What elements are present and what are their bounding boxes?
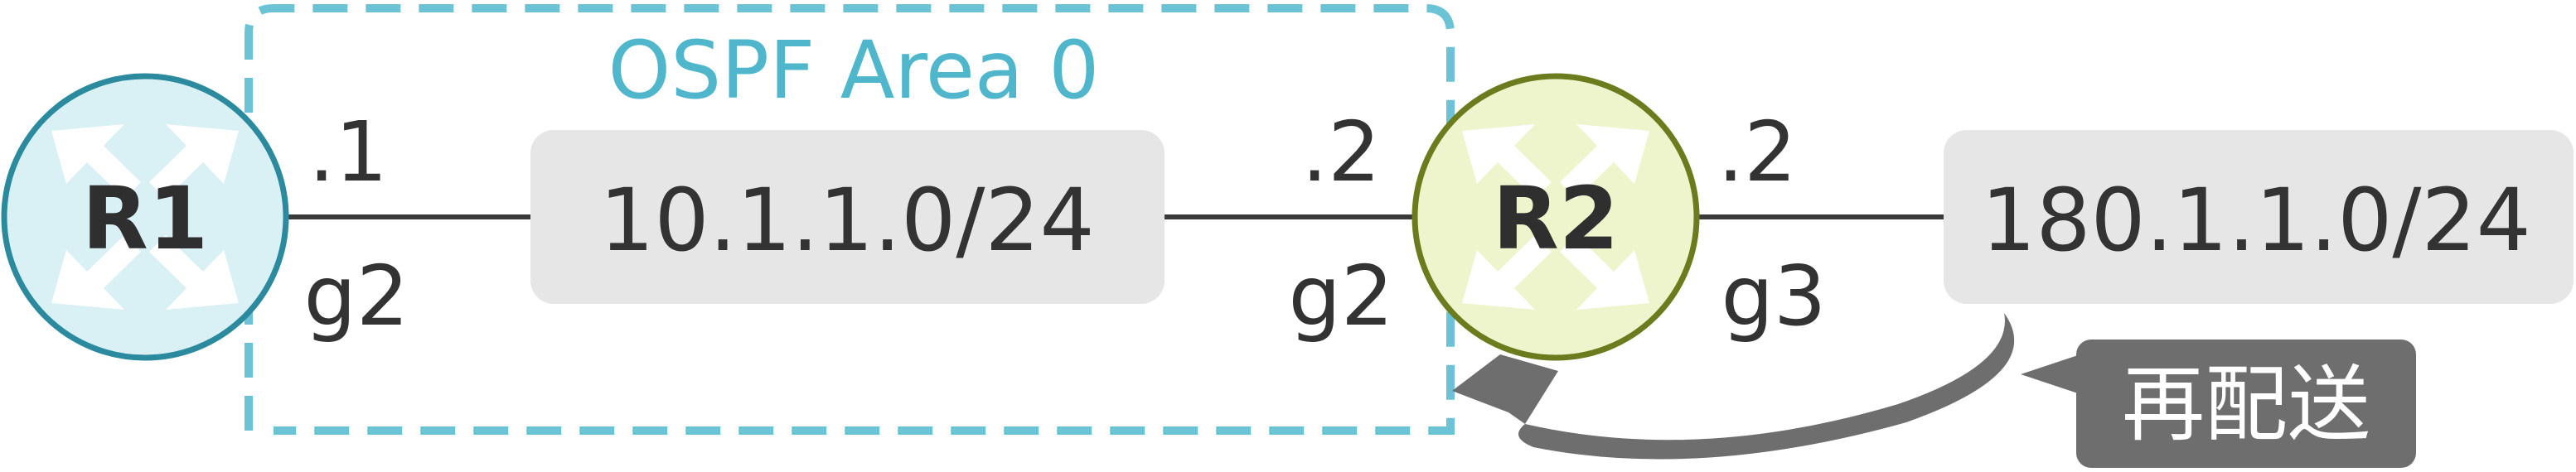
r2-right-address-label: .2 [1717,104,1796,200]
r1-address-label: .1 [308,104,387,200]
router-r1-label: R1 [82,168,208,269]
network-label-1: 10.1.1.0/24 [599,170,1094,271]
r2-right-interface-label: g3 [1721,248,1826,344]
network-box-2 [1944,130,2574,304]
area-label: OSPF Area 0 [608,24,1100,117]
network-label-2: 180.1.1.0/24 [1981,170,2531,271]
router-r2-label: R2 [1493,168,1619,269]
badge-pointer [2021,354,2080,394]
r2-left-address-label: .2 [1301,104,1380,200]
network-box-1 [530,130,1165,304]
redistribute-arrow [1518,313,2015,460]
redistribute-badge: 再配送 [2021,340,2416,468]
badge-box [2076,340,2416,468]
router-arrows-icon [51,124,239,310]
r2-left-interface-label: g2 [1288,248,1393,344]
ospf-area-boundary [245,4,1455,435]
router-r2: R2 [1411,73,1700,361]
redistribute-arrowhead [1452,354,1558,424]
r1-interface-label: g2 [303,248,409,344]
router-r1: R1 [1,73,289,361]
router-arrows-icon [1462,124,1649,310]
badge-label: 再配送 [2122,356,2370,453]
